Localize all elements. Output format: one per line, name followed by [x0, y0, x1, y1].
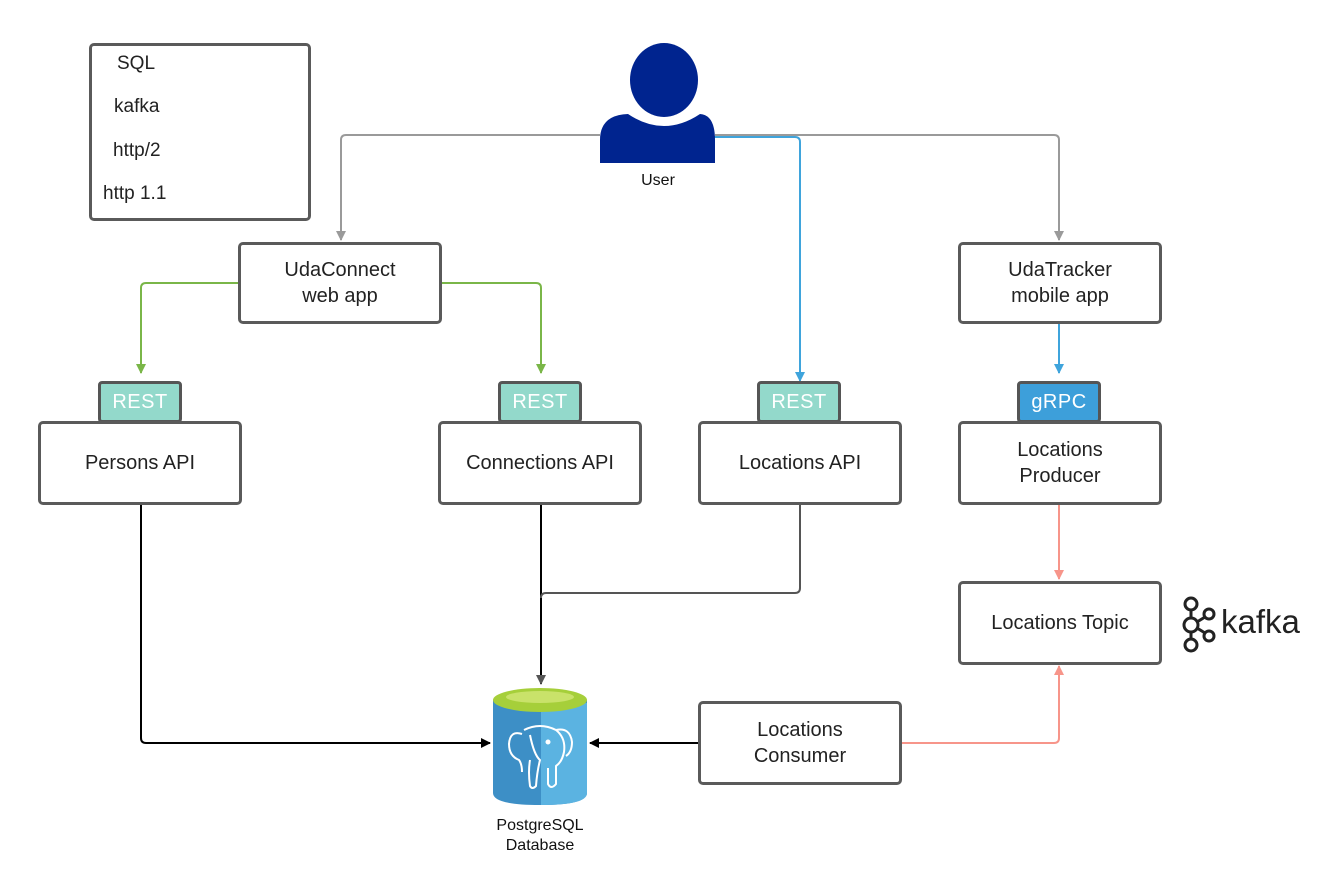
edge-user-to-udaconnect — [336, 134, 600, 241]
legend — [89, 43, 311, 221]
persons-api: Persons API — [38, 421, 242, 505]
connections-api: Connections API — [438, 421, 642, 505]
locations-producer: Locations Producer — [958, 421, 1162, 505]
edge-udaconnect-to-connections-api — [441, 282, 546, 374]
legend-label-kafka: kafka — [114, 96, 160, 117]
user-label: User — [641, 172, 675, 189]
postgresql-cylinder-icon — [493, 688, 587, 805]
locations-producer-grpc-tag: gRPC — [1017, 381, 1101, 423]
locations-api-rest-tag: REST — [757, 381, 841, 423]
udatracker-mobile-app: UdaTracker mobile app — [958, 242, 1162, 324]
locations-api: Locations API — [698, 421, 902, 505]
database-label: PostgreSQL Database — [496, 817, 584, 854]
udaconnect-web-app: UdaConnect web app — [238, 242, 442, 324]
persons-api-rest-tag: REST — [98, 381, 182, 423]
legend-label-http2: http/2 — [113, 140, 161, 161]
edge-user-to-udatracker — [715, 134, 1064, 241]
locations-consumer: Locations Consumer — [698, 701, 902, 785]
legend-label-sql: SQL — [117, 53, 156, 74]
kafka-logo-icon — [1182, 596, 1216, 653]
legend-label-http11: http 1.1 — [103, 183, 167, 204]
edge-udaconnect-to-persons-api — [136, 282, 239, 374]
edge-locations-api-to-db — [540, 504, 801, 599]
connections-api-rest-tag: REST — [498, 381, 582, 423]
user-icon — [600, 43, 715, 163]
edge-consumer-to-topic — [902, 665, 1064, 744]
edge-user-to-locations-api — [705, 136, 805, 382]
locations-topic: Locations Topic — [958, 581, 1162, 665]
kafka-logo-text: kafka — [1221, 603, 1300, 640]
edge-persons-api-to-db — [140, 504, 491, 748]
